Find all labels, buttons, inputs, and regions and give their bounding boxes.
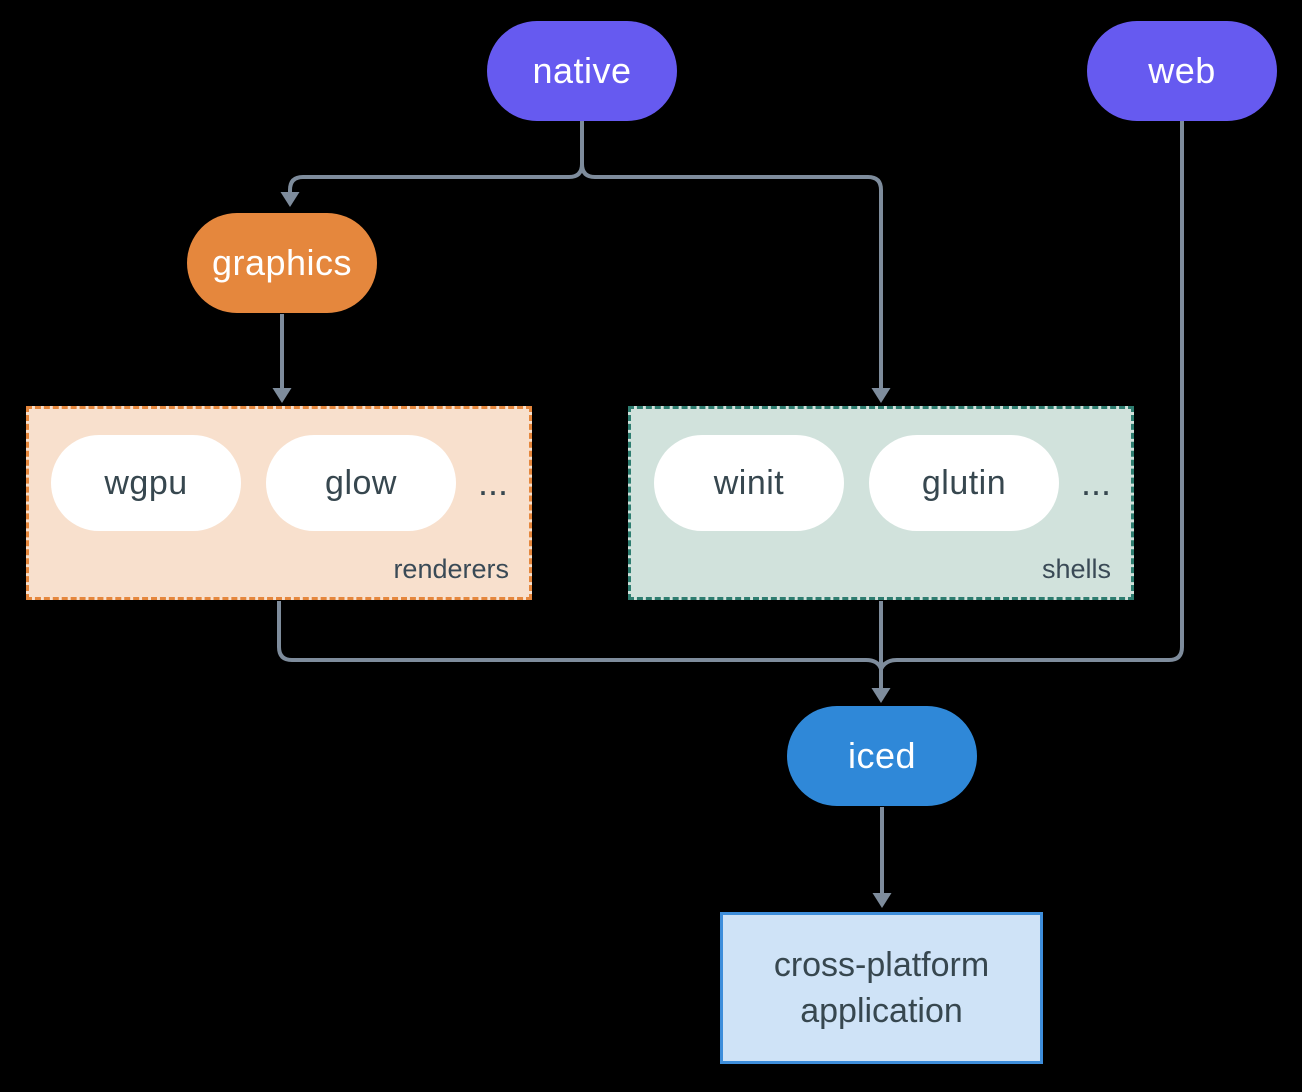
node-iced: iced (787, 706, 977, 806)
arrowhead-shells (871, 388, 891, 403)
edge-native-graphics (288, 121, 584, 196)
node-glow: glow (266, 435, 456, 531)
application-label-line1: cross-platform (773, 946, 990, 984)
edge-renderers-iced (277, 601, 883, 670)
node-web: web (1087, 21, 1277, 121)
shells-ellipsis: ... (1080, 462, 1111, 503)
node-graphics: graphics (187, 213, 377, 313)
arrowhead-renderers (272, 388, 292, 403)
edge-native-shells (580, 163, 883, 391)
node-winit: winit (654, 435, 844, 531)
arrowhead-graphics (280, 192, 300, 207)
node-cross-platform-application: cross-platform application (720, 912, 1043, 1064)
arrowhead-application (872, 893, 892, 908)
node-native: native (487, 21, 677, 121)
node-wgpu: wgpu (51, 435, 241, 531)
renderers-group-label: renderers (393, 554, 509, 584)
shells-group: winit glutin ... shells (628, 406, 1134, 600)
arrowhead-iced (871, 688, 891, 703)
renderers-ellipsis: ... (477, 462, 508, 503)
renderers-group: wgpu glow ... renderers (26, 406, 532, 600)
shells-group-label: shells (1041, 554, 1111, 584)
edge-web-iced (879, 121, 1184, 670)
node-glutin: glutin (869, 435, 1059, 531)
application-label-line2: application (800, 992, 963, 1030)
